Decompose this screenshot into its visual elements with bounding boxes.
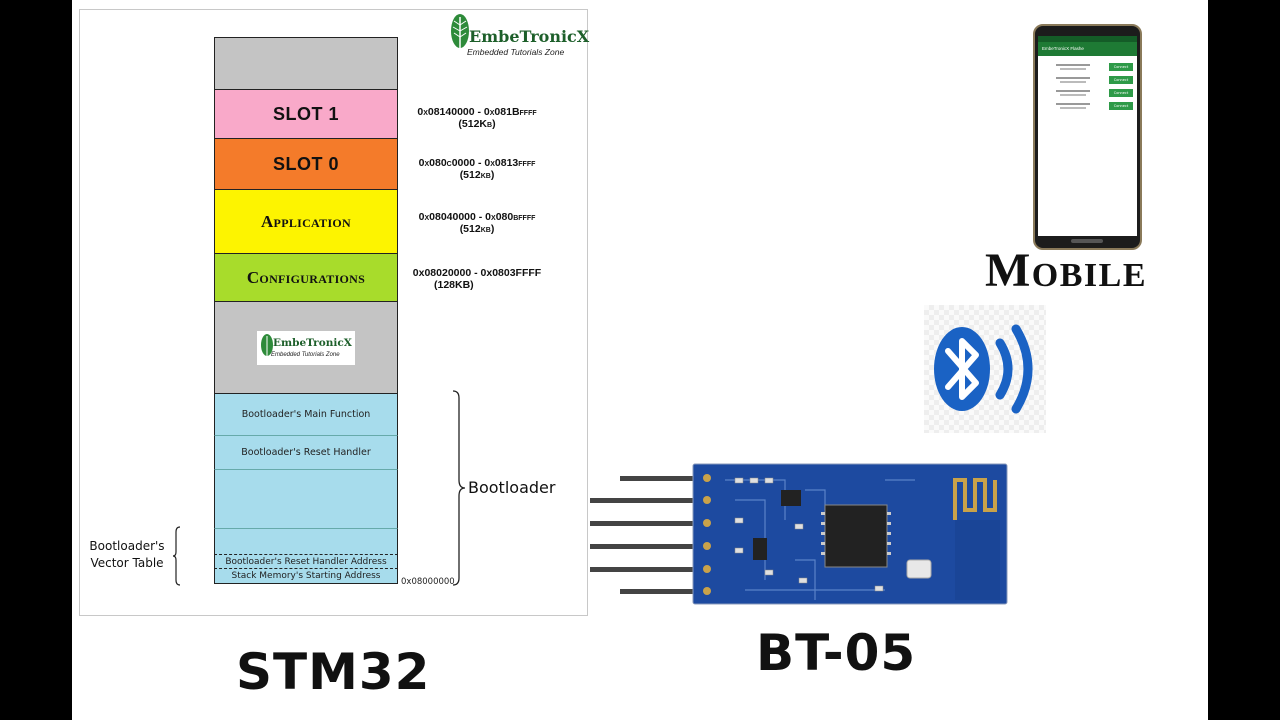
configurations-range: 0x08020000 - 0x0803FFFF: [412, 267, 542, 279]
logo-title-small: EmbeTronicX: [273, 336, 352, 349]
antenna: [953, 478, 997, 520]
configurations-block: Configurations: [214, 253, 398, 301]
bootloader-brace-label: Bootloader: [468, 478, 556, 497]
application-label: Application: [260, 211, 352, 231]
phone-app-title: EmbeTronicX Flashe: [1042, 46, 1084, 51]
configurations-size: (128KB): [434, 279, 474, 291]
connect-button-label: Connect: [1113, 78, 1129, 82]
bt05-label: BT-05: [756, 624, 917, 682]
mobile-phone: EmbeTronicX Flashe Connect Connect Conne…: [1033, 24, 1142, 250]
reserved-block: EmbeTronicX Embedded Tutorials Zone: [214, 301, 398, 393]
connect-button[interactable]: Connect: [1109, 76, 1133, 84]
mobile-label: Mobile: [985, 244, 1148, 297]
bt05-module: [590, 463, 1008, 605]
top-reserved-block: [214, 37, 398, 89]
leaf-icon-small: [261, 333, 273, 361]
antenna-area: [955, 520, 1000, 600]
chip-pins: [821, 512, 891, 555]
phone-app-header: EmbeTronicX Flashe: [1038, 42, 1137, 56]
bluetooth-chip: [824, 504, 888, 568]
embetronicx-logo: EmbeTronicX Embedded Tutorials Zone: [447, 13, 590, 59]
leaf-icon: [451, 14, 469, 55]
application-block: Application: [214, 189, 398, 253]
stack-start-block: Stack Memory's Starting Address: [214, 568, 398, 584]
application-address: 0x08040000 - 0x080bffff (512kb): [402, 211, 552, 235]
connect-button[interactable]: Connect: [1109, 89, 1133, 97]
vector-table-label-line2: Vector Table: [90, 556, 164, 570]
smd-components: [734, 477, 884, 592]
slot1-block: SLOT 1: [214, 89, 398, 138]
phone-device-list: Connect Connect Connect Connect: [1038, 56, 1137, 113]
device-row[interactable]: Connect: [1038, 88, 1137, 100]
slot0-range: 0x080c0000 - 0x0813ffff: [418, 157, 536, 169]
bootloader-empty-block: [214, 469, 398, 528]
logo-title: EmbeTronicX: [469, 27, 590, 46]
slot1-range: 0x08140000 - 0x081Bffff: [417, 106, 537, 118]
phone-screen: EmbeTronicX Flashe Connect Connect Conne…: [1038, 36, 1137, 236]
transistor: [753, 538, 767, 560]
bootloader-gap-block: [214, 528, 398, 554]
stm32-label: STM32: [236, 643, 431, 701]
slot0-label: SLOT 0: [272, 153, 339, 174]
configurations-address: 0x08020000 - 0x0803FFFF (128KB): [402, 267, 552, 291]
regulator: [781, 490, 801, 506]
slot0-block: SLOT 0: [214, 138, 398, 189]
device-row[interactable]: Connect: [1038, 62, 1137, 74]
slot0-address: 0x080c0000 - 0x0813ffff (512kb): [402, 157, 552, 181]
vector-table-label-line1: Bootloader's: [89, 539, 165, 553]
slot1-label: SLOT 1: [272, 103, 339, 124]
embetronicx-logo-small: EmbeTronicX Embedded Tutorials Zone: [257, 330, 355, 365]
reset-handler-address-label: Bootloader's Reset Handler Address: [225, 556, 387, 567]
device-row[interactable]: Connect: [1038, 101, 1137, 113]
logo-subtitle-small: Embedded Tutorials Zone: [271, 351, 340, 358]
bootloader-main-block: Bootloader's Main Function: [214, 393, 398, 435]
slot0-size: (512kb): [459, 169, 495, 181]
phone-home-bar: [1071, 239, 1103, 243]
logo-subtitle: Embedded Tutorials Zone: [467, 47, 565, 57]
reset-handler-address-block: Bootloader's Reset Handler Address: [214, 554, 398, 568]
connect-button-label: Connect: [1113, 65, 1129, 69]
stack-start-label: Stack Memory's Starting Address: [231, 571, 381, 581]
bootloader-main-label: Bootloader's Main Function: [241, 409, 371, 420]
base-address: 0x08000000: [401, 577, 455, 587]
vector-table-brace: [172, 526, 181, 586]
crystal: [906, 559, 932, 579]
vector-table-label: Bootloader's Vector Table: [86, 538, 168, 572]
bluetooth-tile: [924, 305, 1046, 433]
bootloader-reset-label: Bootloader's Reset Handler: [241, 447, 371, 458]
bootloader-brace: [452, 390, 466, 586]
connect-button[interactable]: Connect: [1109, 102, 1133, 110]
bluetooth-icon: [934, 324, 1033, 414]
connect-button[interactable]: Connect: [1109, 63, 1133, 71]
configurations-label: Configurations: [246, 267, 366, 287]
phone-status-bar: [1038, 36, 1137, 42]
slot1-size: (512Kb): [458, 118, 496, 130]
connect-button-label: Connect: [1113, 91, 1129, 95]
bootloader-reset-block: Bootloader's Reset Handler: [214, 435, 398, 469]
solder-pads: [703, 474, 711, 595]
device-row[interactable]: Connect: [1038, 75, 1137, 87]
application-range: 0x08040000 - 0x080bffff: [418, 211, 536, 223]
slot1-address: 0x08140000 - 0x081Bffff (512Kb): [402, 106, 552, 130]
connect-button-label: Connect: [1113, 104, 1129, 108]
application-size: (512kb): [459, 223, 495, 235]
